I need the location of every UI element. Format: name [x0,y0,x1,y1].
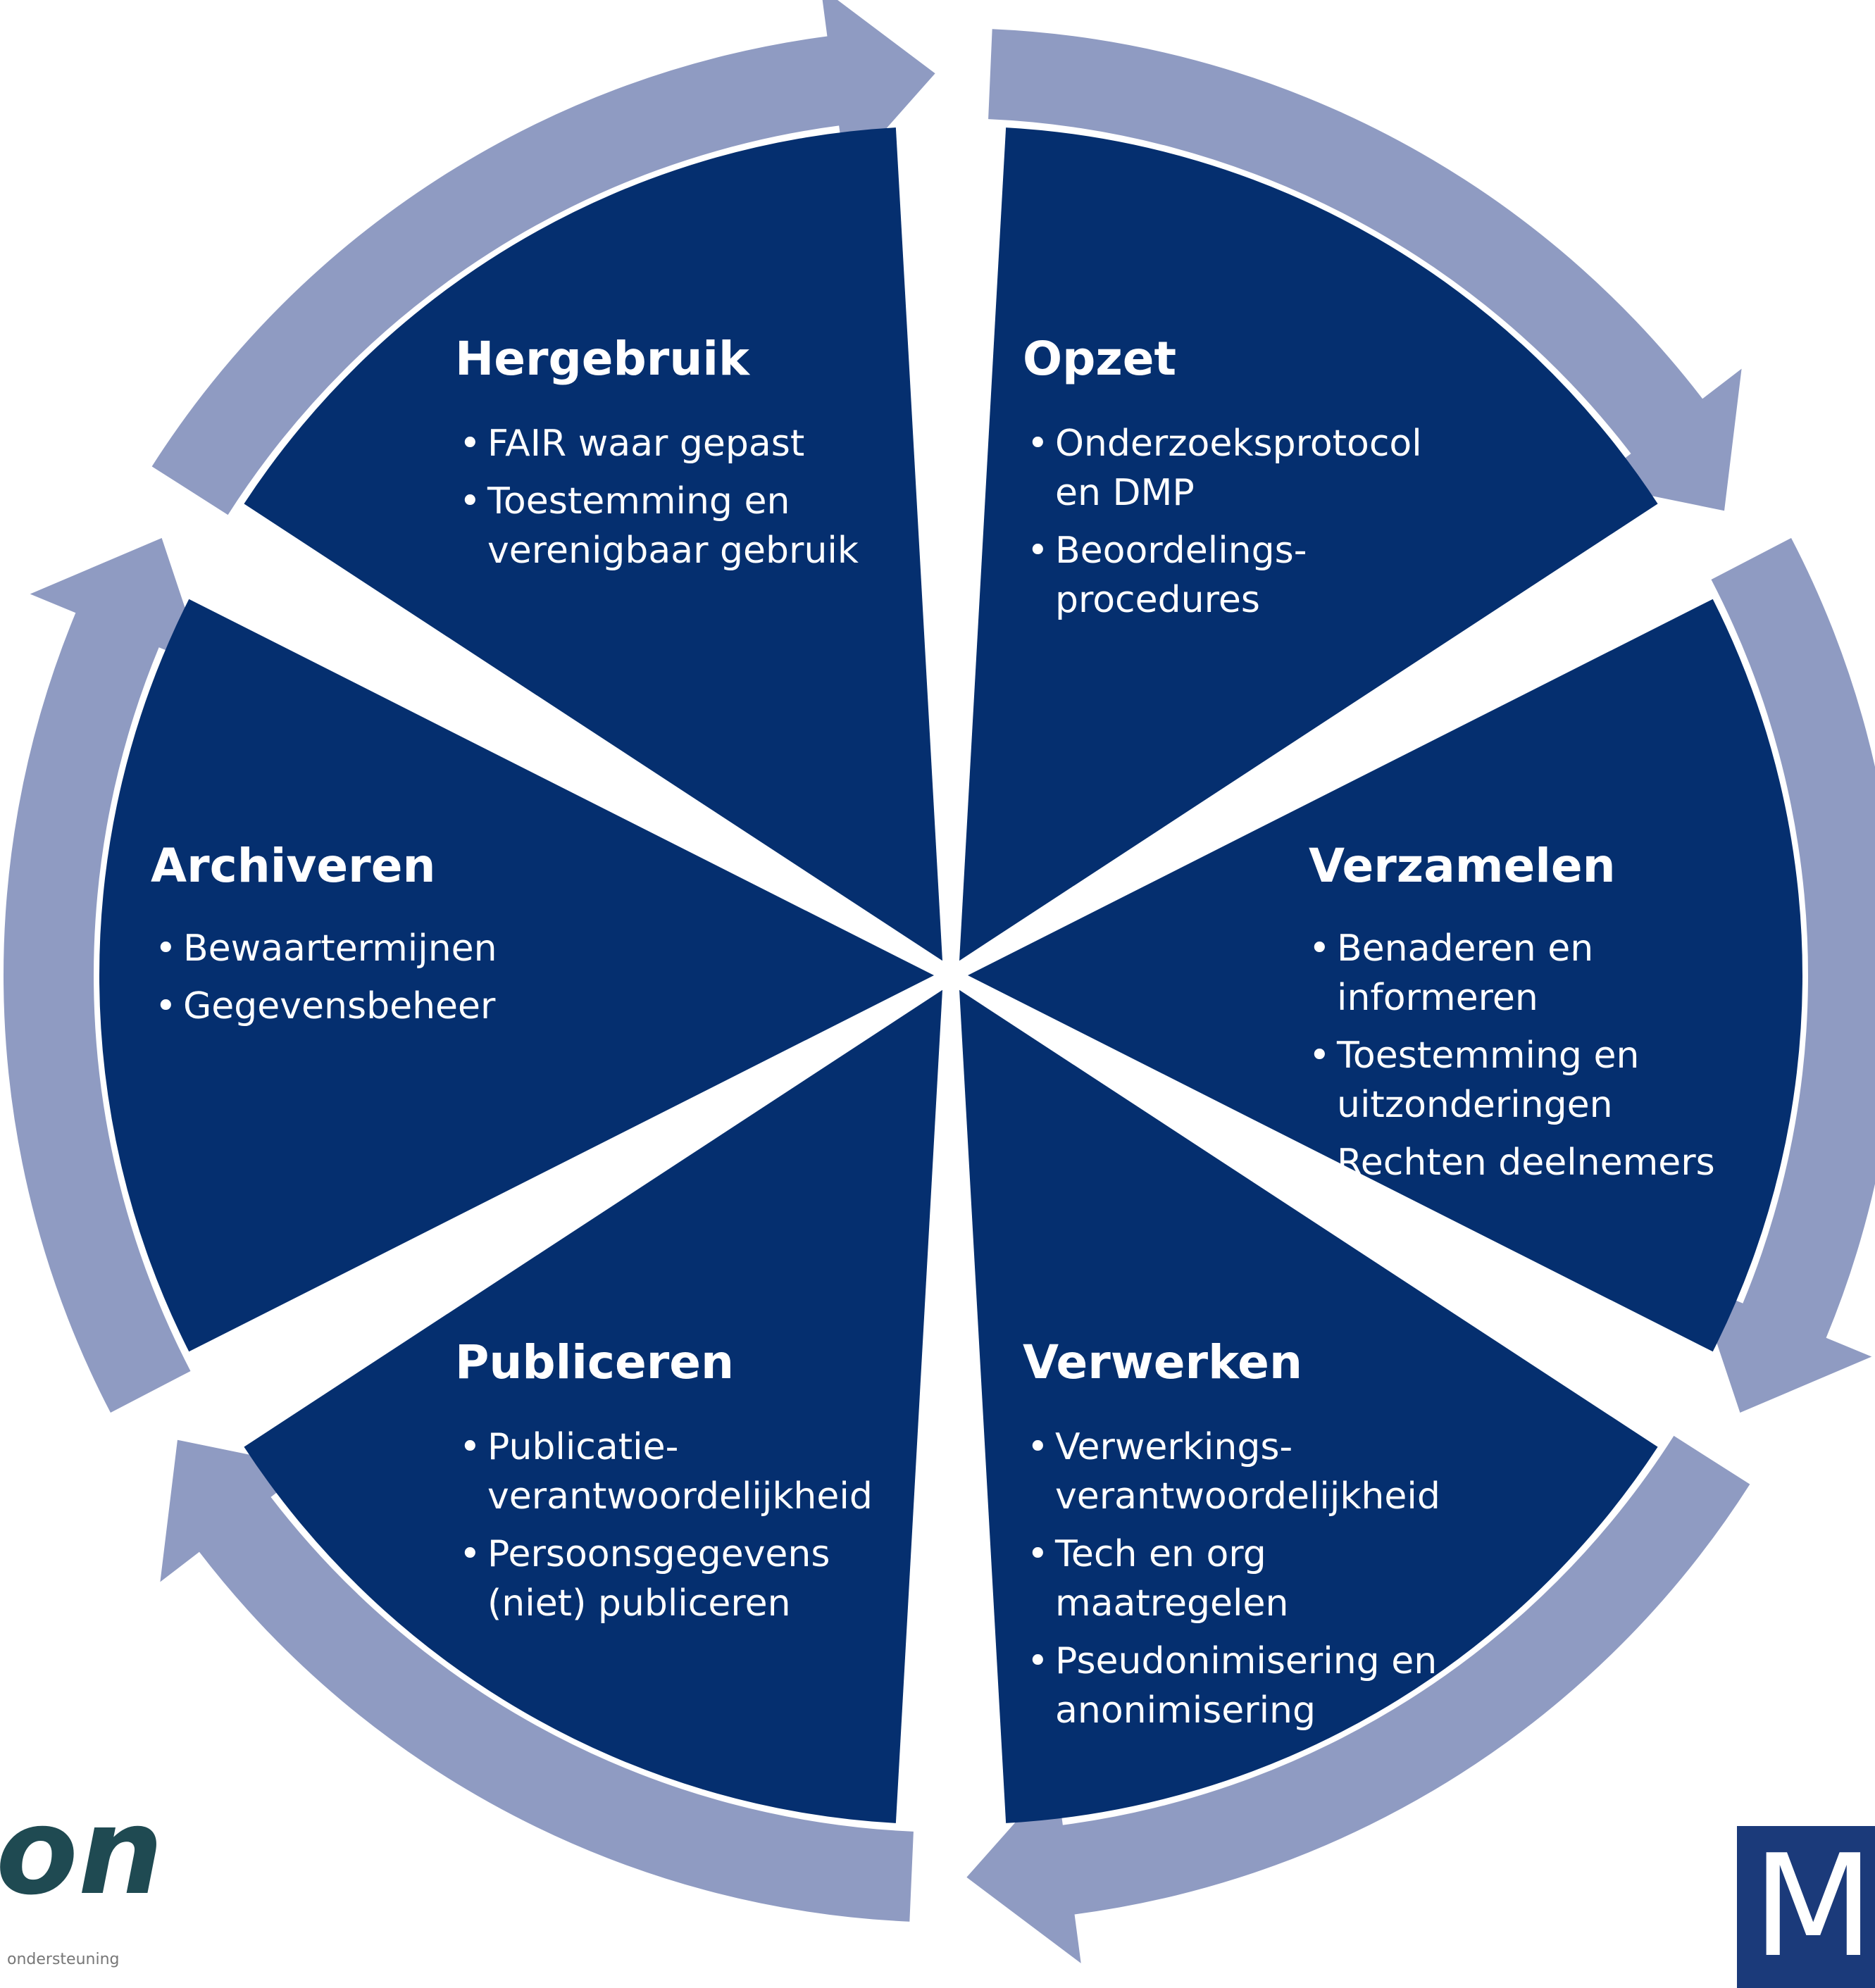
list-item: •Onderzoeksprotocol en DMP [1027,423,1422,514]
list-item: •Tech en org maatregelen [1027,1533,1289,1625]
segment-title-archiveren: Archiveren [151,839,436,893]
segment-list-hergebruik: •FAIR waar gepast •Toestemming en vereni… [455,419,859,584]
cycle-arrow-verwerken [966,1435,1750,1963]
list-item: •Pseudonimisering en anonimisering [1027,1640,1438,1732]
segment-title-opzet: Opzet [1023,332,1177,386]
segment-list-publiceren: •Publicatie- verantwoordelijkheid •Perso… [455,1423,873,1637]
list-item: •Publicatie- verantwoordelijkheid [459,1426,873,1518]
segment-title-verzamelen: Verzamelen [1309,839,1616,893]
segment-title-verwerken: Verwerken [1023,1335,1302,1389]
cycle-arrow-archiveren [3,537,205,1413]
list-item: •Toestemming en verenigbaar gebruik [459,480,859,572]
segment-title-hergebruik: Hergebruik [455,332,749,386]
segment-wedge-opzet [959,127,1658,961]
list-item: •FAIR waar gepast [459,423,805,465]
segment-wedge-verzamelen [968,599,1802,1352]
segment-wedge-archiveren [99,599,934,1352]
cycle-arrow-publiceren [160,1439,914,1922]
list-item: •Bewaartermijnen [155,927,497,970]
partner-logo-left-subtext: ondersteuning [7,1951,120,1968]
segment-list-verwerken: •Verwerkings- verantwoordelijkheid •Tech… [1023,1423,1440,1744]
segment-list-verzamelen: •Benaderen en informeren •Toestemming en… [1304,924,1715,1196]
segment-list-opzet: •Onderzoeksprotocol en DMP •Beoordelings… [1023,419,1422,633]
segment-wedge-publiceren [244,989,942,1823]
cycle-segments [99,127,1802,1823]
list-item: •Gegevensbeheer [155,985,496,1027]
partner-logo-right: M [1737,1826,1875,1988]
list-item: •Toestemming en uitzonderingen [1309,1034,1640,1126]
list-item: •Persoonsgegevens (niet) publiceren [459,1533,830,1625]
segment-wedge-verwerken [959,989,1658,1823]
list-item: •Rechten deelnemers [1309,1142,1715,1184]
list-item: •Benaderen en informeren [1309,927,1594,1019]
segment-title-publiceren: Publiceren [455,1335,735,1389]
partner-logo-left: on [0,1782,163,1922]
cycle-arrows [3,0,1875,1963]
cycle-arrow-verzamelen [1697,537,1875,1413]
cycle-arrow-hergebruik [151,0,935,515]
segment-wedge-hergebruik [244,127,942,961]
cycle-arrow-opzet [988,29,1742,511]
list-item: •Verwerkings- verantwoordelijkheid [1027,1426,1440,1518]
segment-list-archiveren: •Bewaartermijnen •Gegevensbeheer [151,924,497,1039]
list-item: •Beoordelings- procedures [1027,530,1307,621]
